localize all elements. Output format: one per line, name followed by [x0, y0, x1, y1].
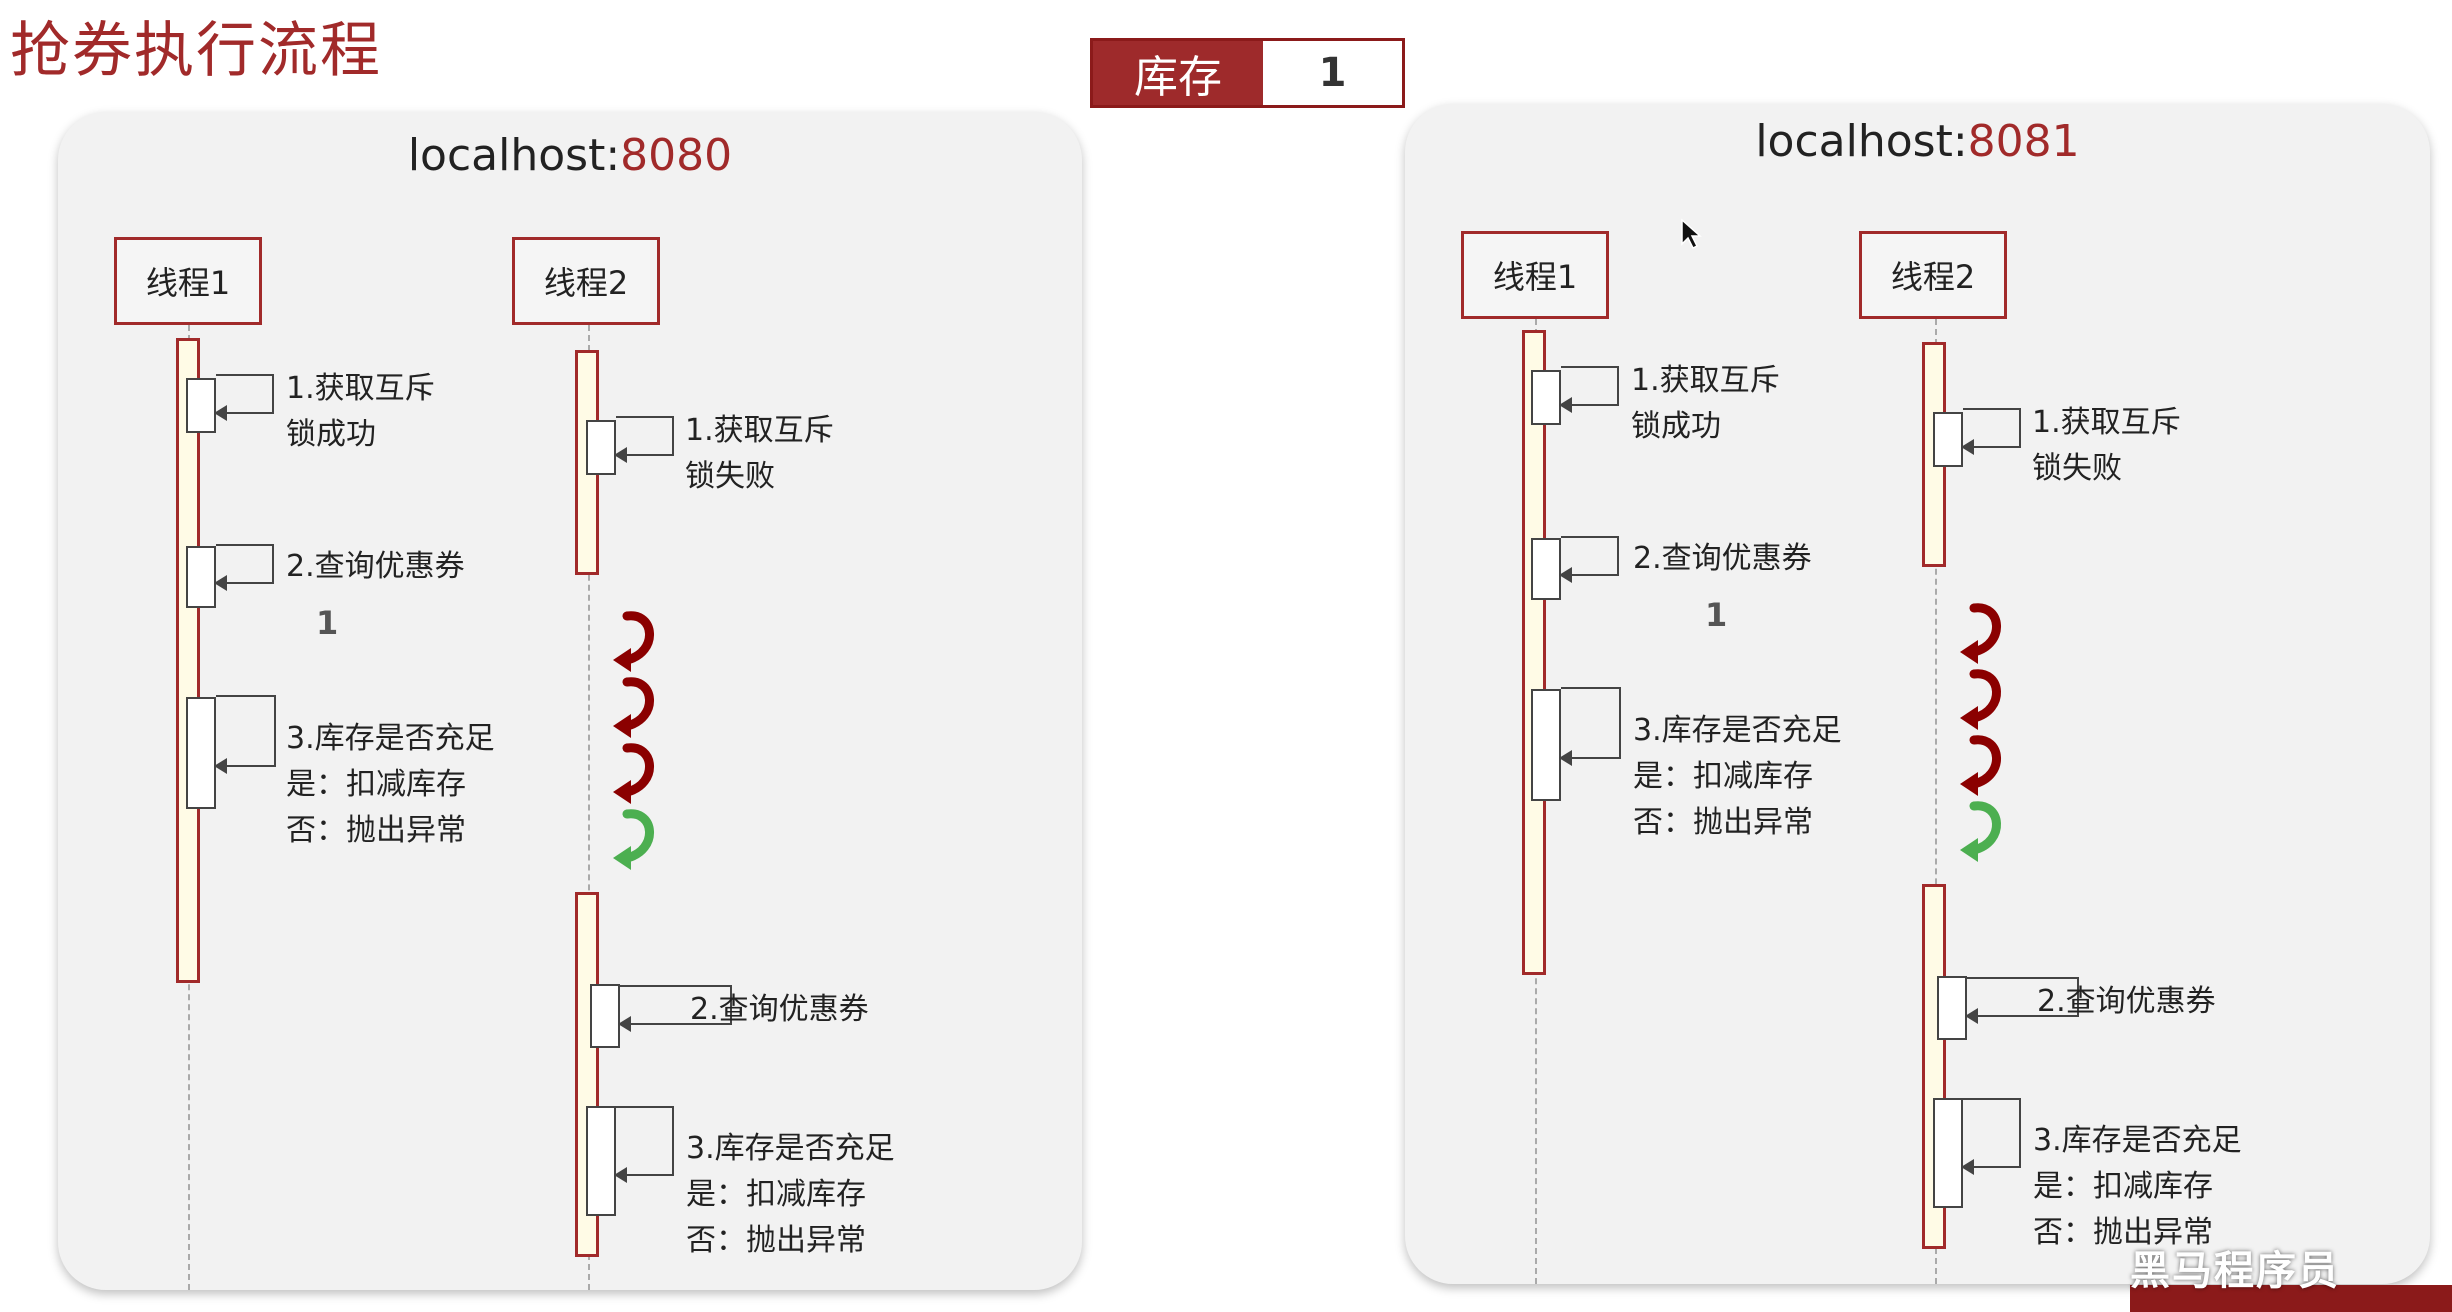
retry-success-icon — [1960, 801, 2001, 862]
thread1-step3-arrow — [214, 695, 276, 774]
page-title: 抢券执行流程 — [10, 16, 382, 86]
thread1-step1-arrow — [1559, 366, 1619, 413]
watermark-bar — [2130, 1285, 2452, 1312]
thread1-step1-text: 1.获取互斥锁成功 — [286, 371, 435, 452]
thread1-step1-activation — [186, 378, 216, 433]
thread1-activation-bar — [1522, 330, 1546, 975]
thread2-step1-activation — [586, 420, 616, 475]
thread2-lifeline — [1935, 319, 1937, 1284]
stock-label: 库存 — [1093, 41, 1263, 105]
thread2-box: 线程2 — [512, 237, 660, 325]
thread1-step1-activation — [1531, 370, 1561, 425]
thread1-step2-text: 2.查询优惠券 — [1633, 541, 1812, 576]
thread1-step1-text: 1.获取互斥锁成功 — [1631, 363, 1780, 444]
thread1-box: 线程1 — [114, 237, 262, 325]
retry-icon — [613, 611, 654, 672]
thread1-step3-arrow — [1559, 687, 1621, 766]
thread1-step2-arrow — [1559, 536, 1619, 583]
stock-indicator: 库存 1 — [1090, 38, 1405, 108]
thread2-step2-activation — [1937, 976, 1967, 1040]
watermark-logo: 黑马程序员 — [2130, 1248, 2340, 1294]
thread2-lifeline — [588, 325, 590, 1290]
thread2-step3-text: 3.库存是否充足是：扣减库存否：抛出异常 — [686, 1131, 895, 1258]
thread2-step3-arrow — [614, 1106, 674, 1183]
thread2-step1-arrow — [614, 416, 674, 463]
thread2-step3-activation — [1933, 1098, 1963, 1208]
stock-value: 1 — [1263, 41, 1402, 105]
thread1-coupon-count: 1 — [316, 604, 339, 642]
thread2-step3-text: 3.库存是否充足是：扣减库存否：抛出异常 — [2033, 1123, 2242, 1250]
thread1-coupon-count: 1 — [1705, 596, 1728, 634]
retry-icon — [1960, 603, 2001, 664]
retry-icon — [1960, 735, 2001, 796]
thread1-step2-activation — [1531, 538, 1561, 600]
thread2-step1-text: 1.获取互斥锁失败 — [685, 413, 834, 494]
thread2-step2-arrow — [1965, 977, 2079, 1024]
thread1-step3-text: 3.库存是否充足是：扣减库存否：抛出异常 — [286, 721, 495, 848]
thread1-box: 线程1 — [1461, 231, 1609, 319]
server-host-label: localhost:8081 — [1755, 116, 2080, 167]
thread2-step3-arrow — [1961, 1098, 2021, 1175]
retry-icon — [1960, 669, 2001, 730]
thread1-step2-arrow — [214, 544, 274, 591]
thread2-box: 线程2 — [1859, 231, 2007, 319]
server-port: 8081 — [1967, 116, 2080, 167]
server-port: 8080 — [620, 130, 733, 181]
thread1-step3-text: 3.库存是否充足是：扣减库存否：抛出异常 — [1633, 713, 1842, 840]
thread2-step1-activation — [1933, 412, 1963, 467]
thread2-step2-arrow — [618, 985, 732, 1032]
thread1-step2-activation — [186, 546, 216, 608]
thread2-step2-text: 2.查询优惠券 — [2037, 984, 2216, 1019]
thread1-step1-arrow — [214, 374, 274, 421]
thread1-activation-bar — [176, 338, 200, 983]
thread2-step2-activation — [590, 984, 620, 1048]
retry-icon — [613, 677, 654, 738]
mouse-cursor-icon — [1681, 218, 1702, 250]
retry-icon — [613, 743, 654, 804]
server-panel-8081: localhost:8081 线程1 1.获取互斥锁成功 2.查询优惠券 1 3… — [1405, 104, 2430, 1284]
thread1-step3-activation — [186, 697, 216, 809]
thread1-step2-text: 2.查询优惠券 — [286, 549, 465, 584]
thread2-step2-text: 2.查询优惠券 — [690, 992, 869, 1027]
thread2-step1-text: 1.获取互斥锁失败 — [2032, 405, 2181, 486]
thread2-step1-arrow — [1961, 408, 2021, 455]
retry-success-icon — [613, 809, 654, 870]
thread2-step3-activation — [586, 1106, 616, 1216]
server-host-label: localhost:8080 — [407, 130, 733, 181]
server-panel-8080: localhost:8080 线程1 1.获取互斥锁成功 2.查询优惠券 1 3… — [58, 112, 1082, 1290]
thread1-step3-activation — [1531, 689, 1561, 801]
